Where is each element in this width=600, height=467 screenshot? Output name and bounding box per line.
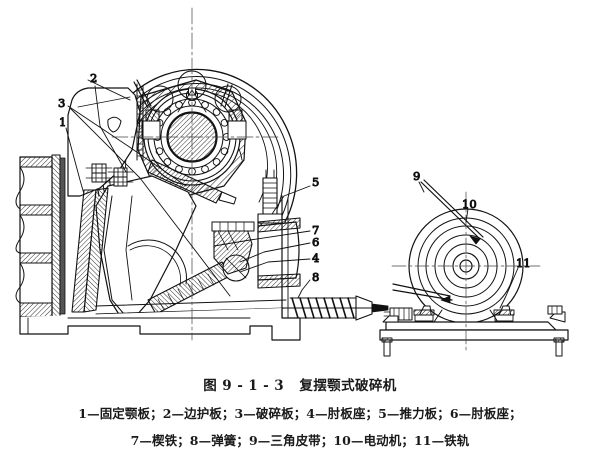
rail-anchor-bolts — [381, 305, 566, 357]
machine-base — [19, 307, 301, 341]
centre-lines — [111, 7, 279, 341]
callout-11: 11 — [516, 256, 531, 270]
callout-2: 2 — [90, 71, 97, 85]
technical-drawing: 1 2 3 4 5 6 7 8 — [15, 7, 569, 357]
figure-legend-line-1: 1—固定颚板；2—边护板；3—破碎板；4—肘板座；5—推力板；6—肘板座； — [78, 406, 522, 421]
callout-numbers-endview: 9 10 11 — [413, 169, 532, 271]
v-belt — [392, 179, 484, 304]
fixed-jaw-plate — [51, 154, 66, 318]
motor-support — [433, 309, 499, 323]
toggle-seat — [211, 221, 255, 275]
rail-clamps — [413, 305, 515, 323]
callout-leaders-main — [65, 79, 311, 299]
centre-lines-endview — [391, 191, 541, 353]
figure-caption-block: 图 9 - 1 - 3 复摆颚式破碎机 1—固定颚板；2—边护板；3—破碎板；4… — [0, 360, 600, 467]
motor-slide-base — [379, 321, 569, 341]
callout-10: 10 — [462, 197, 477, 211]
callout-6: 6 — [312, 235, 319, 249]
crushing-plate-movable — [71, 187, 109, 313]
callout-leaders-endview — [418, 181, 519, 309]
main-sectional-view: 1 2 3 4 5 6 7 8 — [15, 7, 389, 341]
bearing-bolt-right — [220, 83, 247, 140]
callout-3: 3 — [58, 96, 65, 110]
wedge-bolt-blocks — [85, 163, 134, 187]
callout-9: 9 — [413, 169, 420, 183]
callout-numbers-main: 1 2 3 4 5 6 7 8 — [58, 71, 320, 285]
tension-spring — [281, 295, 389, 321]
callout-1: 1 — [59, 115, 66, 129]
connecting-rod — [147, 159, 237, 205]
drawing-canvas: 1 2 3 4 5 6 7 8 — [15, 7, 569, 357]
discharge-opening — [127, 239, 187, 287]
motor-end-view: 9 10 11 — [379, 169, 569, 357]
callout-4: 4 — [312, 251, 319, 265]
callout-5: 5 — [312, 175, 319, 189]
frame-right-column — [257, 195, 301, 321]
callout-7: 7 — [312, 223, 319, 237]
bearing-bolt-left — [133, 79, 161, 161]
frame-left-wall — [15, 156, 53, 318]
callout-8: 8 — [312, 270, 319, 284]
figure-title: 图 9 - 1 - 3 复摆颚式破碎机 — [203, 378, 397, 394]
figure-legend-line-2: 7—楔铁；8—弹簧；9—三角皮带；10—电动机；11—铁轨 — [130, 433, 470, 448]
